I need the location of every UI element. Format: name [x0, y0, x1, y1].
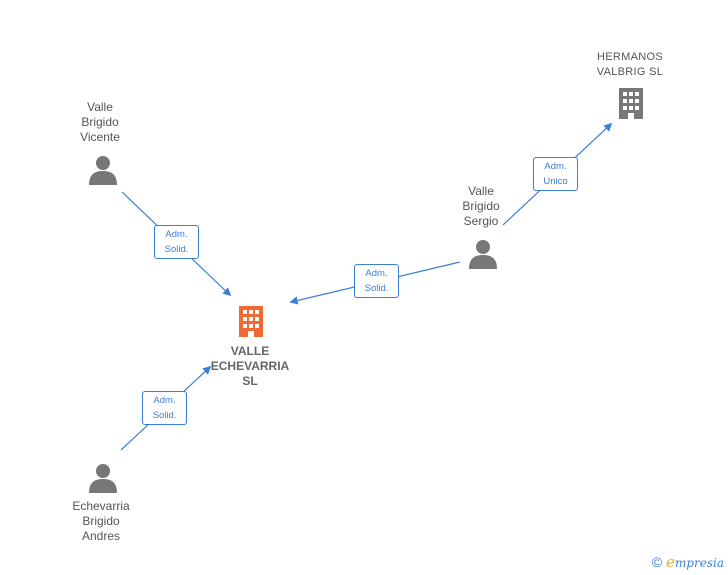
brand-initial: e — [666, 553, 675, 571]
brand-name: mpresia — [674, 556, 724, 570]
footer-brand[interactable]: © empresia — [652, 553, 724, 571]
person-icon-andres[interactable] — [88, 463, 118, 498]
edge-badge-line2: Solid. — [364, 283, 389, 294]
edge-badge-line1: Adm. — [153, 395, 176, 406]
copyright-icon: © — [651, 554, 663, 570]
person-label-sergio[interactable]: Valle Brigido Sergio — [462, 184, 500, 228]
building-icon-hermanos[interactable] — [616, 86, 646, 125]
person-icon-vicente[interactable] — [88, 155, 118, 190]
building-icon-main[interactable] — [236, 304, 266, 343]
edge-badge-vicente[interactable]: Adm. Solid. — [154, 225, 199, 259]
main-company-label[interactable]: VALLE ECHEVARRIA SL — [210, 344, 290, 388]
edge-badge-line2: Solid. — [152, 410, 177, 421]
edge-badge-andres[interactable]: Adm. Solid. — [142, 391, 187, 425]
edge-badge-line1: Adm. — [365, 268, 388, 279]
person-label-andres[interactable]: Echevarria Brigido Andres — [72, 499, 130, 543]
brand-logo: empresia — [666, 553, 724, 571]
edge-badge-line1: Adm. — [544, 161, 567, 172]
edge-badge-sergio-main[interactable]: Adm. Solid. — [354, 264, 399, 298]
edge-badge-line1: Adm. — [165, 229, 188, 240]
person-icon-sergio[interactable] — [468, 239, 498, 274]
hermanos-company-label[interactable]: HERMANOS VALBRIG SL — [596, 51, 664, 78]
person-label-vicente[interactable]: Valle Brigido Vicente — [80, 100, 120, 144]
edge-badge-line2: Unico — [543, 176, 568, 187]
edge-badge-line2: Solid. — [164, 244, 189, 255]
edge-badge-sergio-hermanos[interactable]: Adm. Unico — [533, 157, 578, 191]
